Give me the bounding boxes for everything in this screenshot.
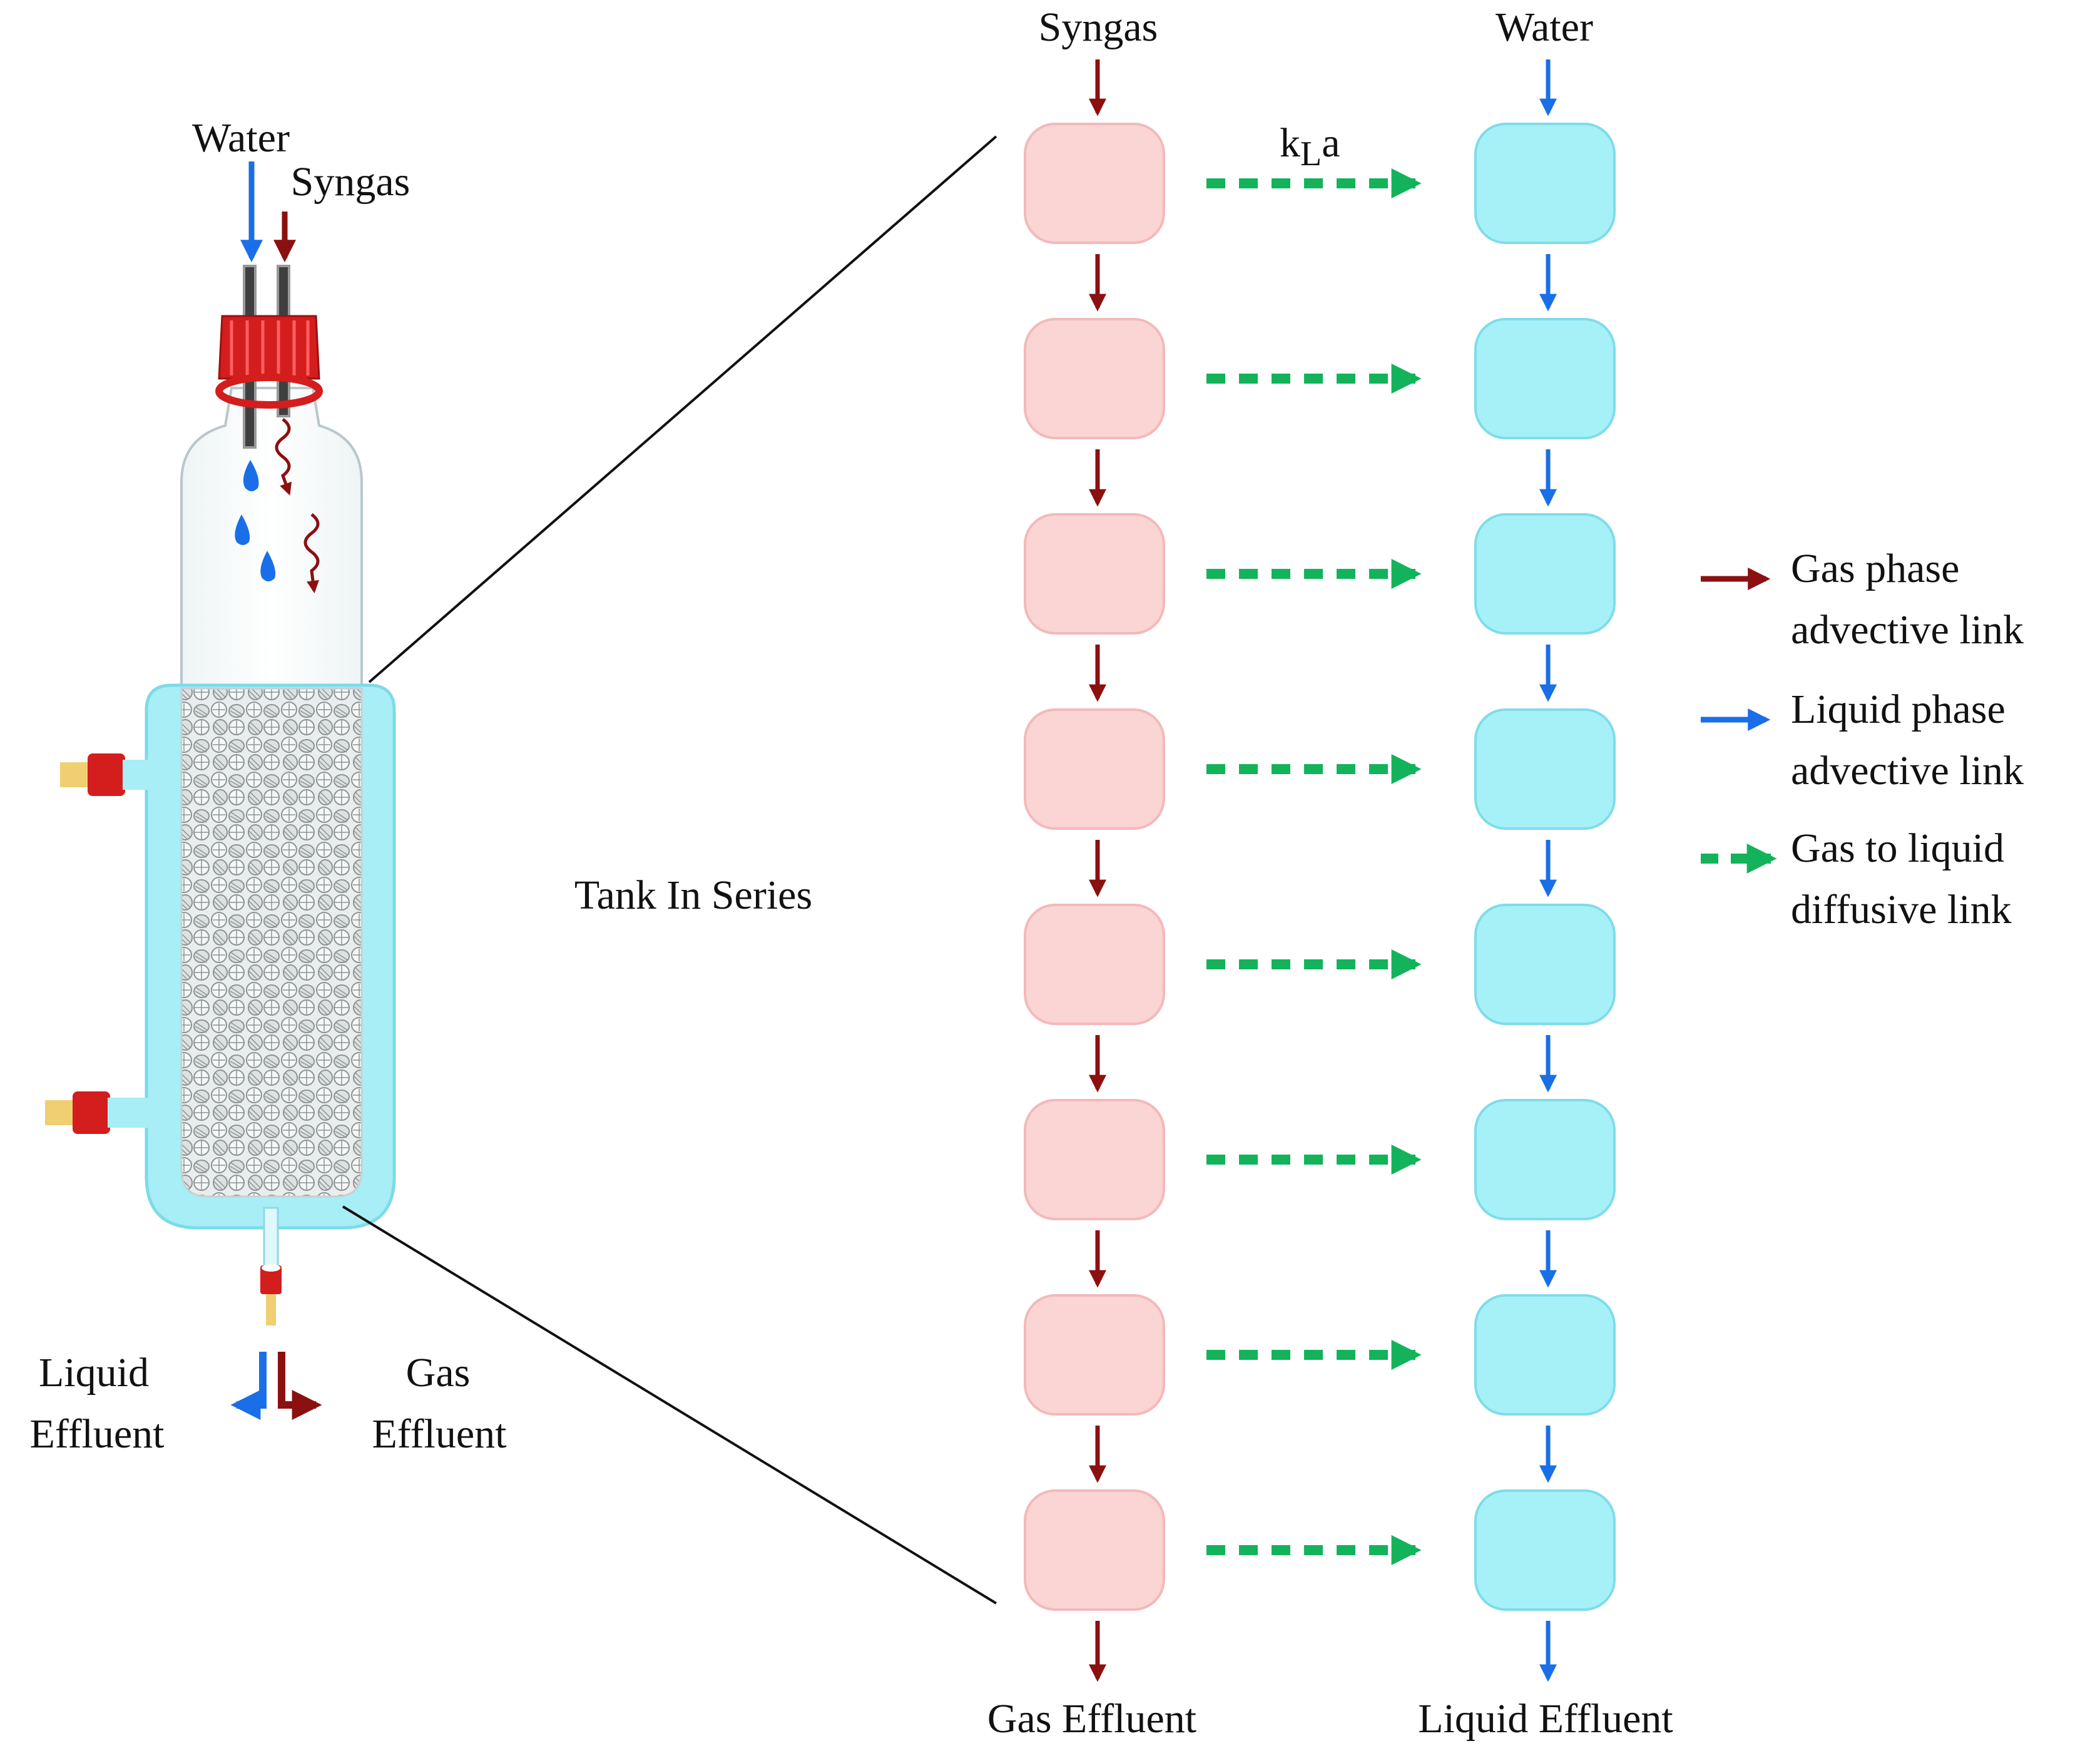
legend-liquid-label-1: Liquid phase xyxy=(1791,687,2006,732)
gas-effluent-arrow xyxy=(278,1352,322,1420)
legend-diffusive-label-2: diffusive link xyxy=(1791,887,2012,932)
liquid-tank-8 xyxy=(1474,1489,1616,1611)
water-droplets xyxy=(235,460,276,581)
liquid-tank-1 xyxy=(1474,123,1616,244)
legend-liquid-advective: Liquid phase advective link xyxy=(1701,687,2024,794)
gas-column-bottom-label: Gas Effluent xyxy=(987,1696,1196,1742)
liquid-column-bottom-label: Liquid Effluent xyxy=(1418,1696,1673,1742)
reactor-cap xyxy=(215,315,323,409)
model-title: Tank In Series xyxy=(574,872,812,918)
gas-tank-5 xyxy=(1024,904,1165,1025)
gas-tank-4 xyxy=(1024,708,1165,830)
legend-diffusive-label-1: Gas to liquid xyxy=(1791,825,2004,871)
reactor-inlet-syngas-label: Syngas xyxy=(291,159,410,205)
reactor-packed-bed xyxy=(180,687,363,1198)
liquid-tank-4 xyxy=(1474,708,1616,830)
reactor-gas-effluent-label-2: Effluent xyxy=(372,1411,506,1457)
reactor-bottom-valve xyxy=(260,1265,282,1294)
reactor-bottom-outlet-tube xyxy=(263,1207,279,1269)
jacket-lower-port xyxy=(45,1091,150,1134)
legend-liquid-label-2: advective link xyxy=(1791,748,2024,794)
reactor-gas-effluent-label-1: Gas xyxy=(406,1350,471,1396)
reactor-bottom-nozzle xyxy=(266,1294,276,1325)
reactor-liquid-effluent-label-2: Effluent xyxy=(29,1411,164,1457)
gas-tank-6 xyxy=(1024,1099,1165,1220)
reactor-liquid-effluent-label-1: Liquid xyxy=(39,1350,149,1396)
gas-tank-8 xyxy=(1024,1489,1165,1611)
legend-gas-label-2: advective link xyxy=(1791,607,2024,653)
gas-tank-2 xyxy=(1024,318,1165,439)
tank-stages xyxy=(1024,59,1616,1682)
gas-tank-3 xyxy=(1024,513,1165,635)
legend-gas-advective: Gas phase advective link xyxy=(1701,546,2024,653)
zoom-line-top xyxy=(368,135,997,683)
liquid-tank-2 xyxy=(1474,318,1616,439)
reactor-headspace-glass xyxy=(180,387,363,696)
gas-column-top-label: Syngas xyxy=(1039,4,1158,50)
tank-model: Syngas Water kLa Gas Effluent Liquid Eff… xyxy=(987,4,1673,1742)
legend-gas-label-1: Gas phase xyxy=(1791,546,1959,591)
liquid-tank-3 xyxy=(1474,513,1616,635)
liquid-tank-5 xyxy=(1474,904,1616,1025)
zoom-line-bottom xyxy=(342,1205,997,1605)
jacket-upper-port xyxy=(60,753,150,796)
legend-diffusive: Gas to liquid diffusive link xyxy=(1701,825,2012,932)
liquid-tank-7 xyxy=(1474,1294,1616,1416)
reactor-illustration: Water Syngas xyxy=(29,115,506,1457)
liquid-tank-6 xyxy=(1474,1099,1616,1220)
gas-tank-1 xyxy=(1024,123,1165,244)
reactor-inlet-water-label: Water xyxy=(192,115,290,161)
legend: Gas phase advective link Liquid phase ad… xyxy=(1701,546,2024,932)
syngas-bubbles-path xyxy=(275,418,320,593)
liquid-column-top-label: Water xyxy=(1496,4,1593,50)
gas-tank-7 xyxy=(1024,1294,1165,1416)
liquid-effluent-arrow xyxy=(230,1352,267,1420)
transfer-coefficient-label: kLa xyxy=(1280,120,1340,173)
